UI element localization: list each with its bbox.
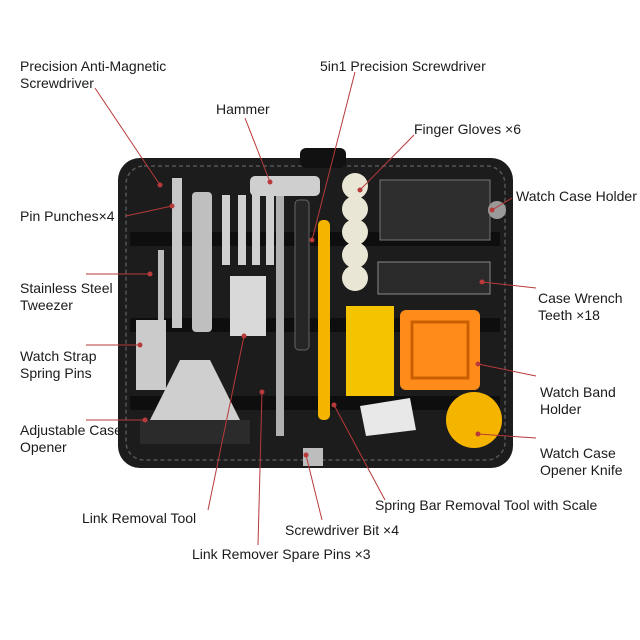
pin-punches-shape: [222, 195, 274, 265]
label-link-removal: Link Removal Tool: [82, 510, 197, 526]
tweezer-shape: [172, 178, 182, 328]
label-pin-punches: Pin Punches×4: [20, 208, 115, 224]
label-tweezer: Stainless Steel Tweezer: [20, 280, 113, 313]
zipper-pull: [300, 148, 346, 168]
sponge-shape: [346, 306, 394, 396]
opener-ball-shape: [446, 392, 502, 448]
tweezer-arm: [158, 250, 164, 360]
label-screwdriver-bit: Screwdriver Bit ×4: [285, 522, 399, 538]
label-spare-pins: Link Remover Spare Pins ×3: [192, 546, 371, 562]
case-holder-shape: [379, 179, 491, 241]
leader-lines: [86, 71, 537, 546]
label-hammer: Hammer: [216, 101, 270, 117]
label-spring-pins: Watch Strap Spring Pins: [20, 348, 97, 381]
opener-knife-shape: [360, 398, 416, 436]
case-holder-knob: [488, 201, 506, 219]
label-opener-knife: Watch Case Opener Knife: [540, 445, 623, 478]
hammer-head: [250, 176, 320, 196]
label-five-in-one: 5in1 Precision Screwdriver: [320, 58, 486, 74]
hammer-handle: [276, 196, 284, 436]
label-watch-case-holder: Watch Case Holder: [516, 188, 637, 204]
link-removal-shape: [230, 276, 266, 336]
label-spring-bar-tool: Spring Bar Removal Tool with Scale: [375, 497, 598, 513]
label-precision-screwdriver: Precision Anti-Magnetic Screwdriver: [20, 58, 167, 91]
screwdriver-shape: [192, 192, 212, 332]
finger-gloves-shape: [342, 173, 368, 291]
case-opener-shape: [150, 360, 240, 420]
wrench-teeth-shape: [377, 261, 491, 295]
band-holder-grid: [410, 320, 470, 380]
label-band-holder: Watch Band Holder: [540, 384, 616, 417]
label-finger-gloves: Finger Gloves ×6: [414, 121, 521, 137]
case-opener-base: [140, 420, 250, 444]
band-holder-shape: [400, 310, 480, 390]
five-in-one-shape: [294, 199, 310, 351]
label-case-wrench: Case Wrench Teeth ×18: [538, 290, 623, 323]
spring-pins-shape: [136, 320, 166, 390]
label-case-opener: Adjustable Case Opener: [20, 422, 122, 455]
spring-bar-shape: [318, 220, 330, 420]
